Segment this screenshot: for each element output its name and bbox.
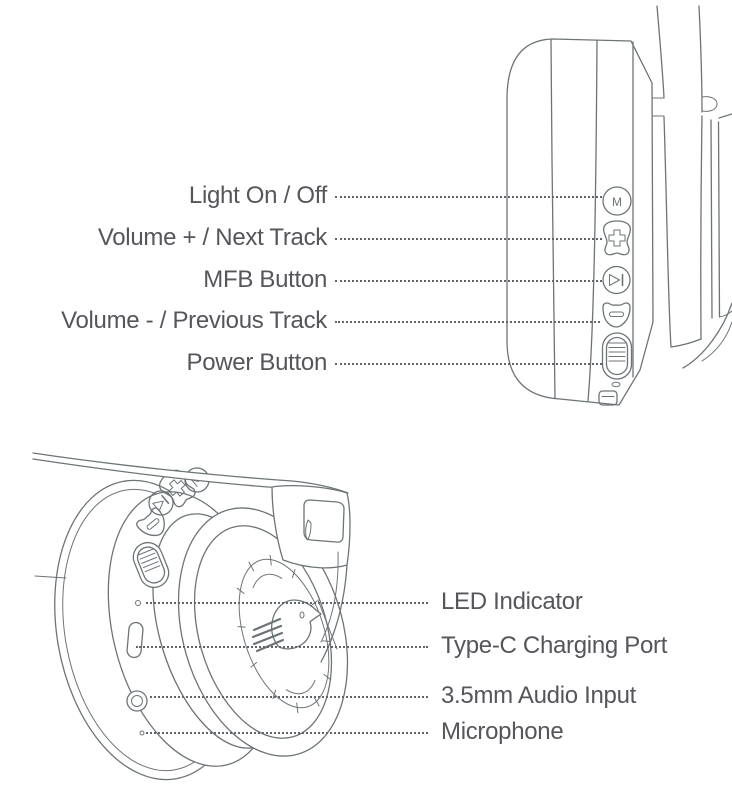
leader-line-mfb-button: [335, 279, 602, 282]
led-indicator-icon: [135, 600, 141, 606]
leader-line-type-c-port: [136, 646, 428, 648]
label-mfb-button: MFB Button: [203, 265, 327, 293]
headband: [652, 5, 732, 369]
type-c-port-icon: [126, 621, 144, 659]
leader-line-volume-up-next: [335, 238, 602, 240]
volume-down-button-icon: [602, 302, 631, 328]
mode-letter: M: [612, 195, 622, 209]
label-audio-input: 3.5mm Audio Input: [441, 682, 637, 710]
headphone-side-view-illustration: M: [506, 5, 732, 406]
power-slider-icon-angled: [132, 541, 170, 589]
mfb-play-button-icon: [602, 265, 631, 295]
label-microphone: Microphone: [441, 718, 564, 746]
leader-line-microphone: [146, 732, 428, 734]
microphone-hole-icon: [139, 730, 145, 736]
label-volume-up-next: Volume + / Next Track: [97, 224, 327, 252]
label-volume-down-previous: Volume - / Previous Track: [61, 306, 327, 334]
leader-line-light-on-off: [335, 195, 602, 198]
leader-line-volume-down-previous: [335, 320, 600, 323]
label-light-on-off: Light On / Off: [188, 181, 327, 209]
leader-line-led-indicator: [146, 602, 428, 604]
bottom-port-icon: [598, 390, 618, 406]
faceplate-dial: [236, 554, 332, 714]
led-pinhole-icon: [611, 381, 621, 388]
headphone-angled-view-illustration: [32, 452, 351, 781]
volume-up-button-icon: [603, 220, 631, 256]
audio-jack-icon: [126, 690, 148, 712]
label-type-c-port: Type-C Charging Port: [441, 632, 668, 660]
hinge-housing: [271, 485, 351, 663]
ear-cup-outline: [506, 38, 654, 406]
leader-line-power-button: [335, 362, 602, 365]
mode-light-button-icon: M: [602, 186, 632, 216]
brand-bird-logo: [251, 599, 322, 653]
power-slider-icon: [601, 332, 633, 380]
leader-line-audio-input: [150, 696, 428, 698]
mfb-play-button-icon-angled: [148, 490, 174, 516]
headband-angled: [32, 452, 349, 579]
label-power-button: Power Button: [186, 348, 328, 376]
volume-down-button-icon-angled: [136, 507, 165, 537]
label-led-indicator: LED Indicator: [441, 588, 583, 616]
